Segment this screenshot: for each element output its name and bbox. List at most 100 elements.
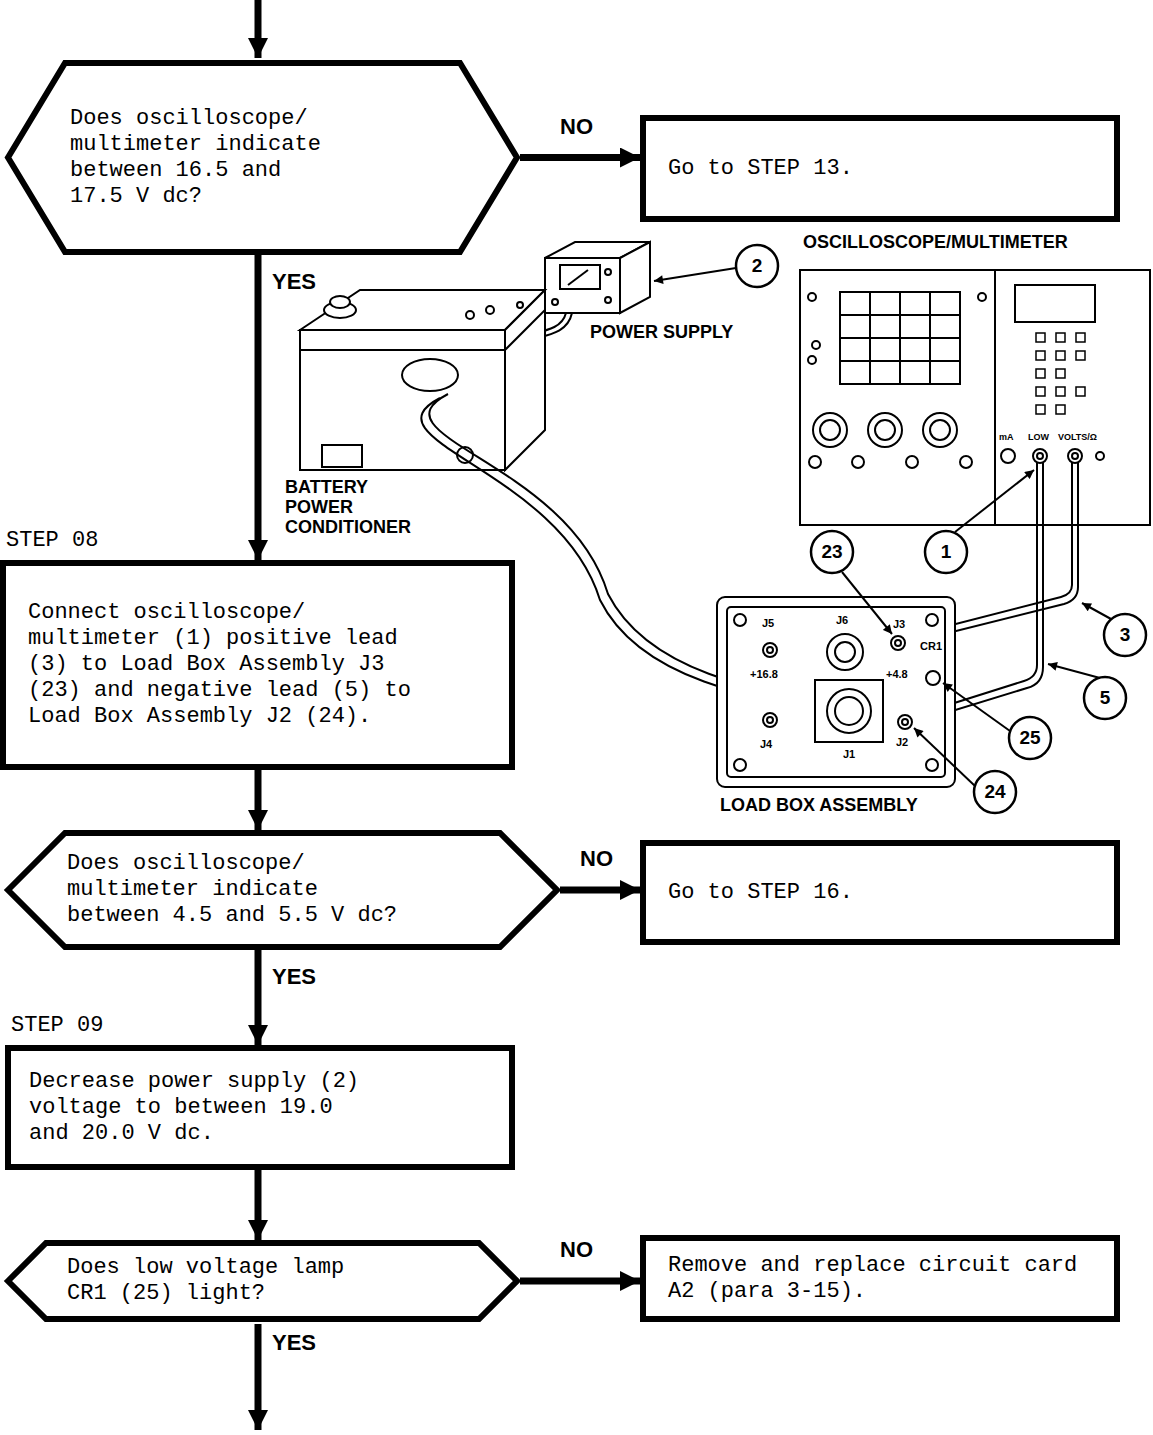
- callout-circle: [1009, 717, 1051, 759]
- callout-number: 25: [1019, 727, 1040, 749]
- hexagon-outline: [8, 1243, 517, 1319]
- oscilloscope-multimeter: [852, 456, 864, 468]
- test-lead: [908, 463, 1078, 643]
- battery-power-conditioner: [402, 359, 458, 391]
- oscilloscope-multimeter: [840, 292, 960, 384]
- oscilloscope-multimeter: [813, 413, 847, 447]
- load-box-assembly: [717, 597, 955, 787]
- button: [1036, 387, 1045, 396]
- callout-number: 3: [1120, 624, 1131, 646]
- oscilloscope-multimeter: [1015, 285, 1095, 322]
- node-text: Remove and replace circuit card A2 (para…: [668, 1253, 1088, 1305]
- callout-number: 2: [752, 255, 763, 277]
- load-box-assembly: [898, 715, 912, 729]
- callout-number: 23: [821, 541, 842, 563]
- power-supply: [620, 242, 650, 313]
- oscilloscope-multimeter: [868, 413, 902, 447]
- battery-power-conditioner: [505, 310, 545, 350]
- load-box-assembly: [815, 680, 883, 742]
- power-supply: [560, 265, 600, 289]
- oscilloscope-multimeter: [840, 314, 960, 316]
- battery-power-conditioner: [322, 445, 362, 467]
- process-box: STEP 09Decrease power supply (2) voltage…: [5, 1045, 515, 1170]
- battery-power-conditioner: [330, 296, 350, 308]
- node-text: Does oscilloscope/ multimeter indicate b…: [70, 106, 340, 210]
- edge-label: NO: [578, 846, 615, 872]
- power-supply: [552, 299, 558, 305]
- oscilloscope-multimeter: [840, 360, 960, 362]
- callout-circle: [736, 245, 1146, 813]
- battery-power-conditioner: [300, 330, 505, 470]
- connector-name: LOW: [1028, 432, 1049, 442]
- battery-power-conditioner: [300, 349, 505, 351]
- leader-line: [955, 470, 1034, 532]
- node-text: Does oscilloscope/ multimeter indicate b…: [67, 851, 407, 929]
- button: [1036, 369, 1045, 378]
- oscilloscope-multimeter: [808, 356, 816, 364]
- callout-circle: [974, 771, 1016, 813]
- callout-circle: [1084, 677, 1126, 719]
- process-box: Remove and replace circuit card A2 (para…: [640, 1235, 1120, 1322]
- connector-name: J4: [760, 738, 772, 750]
- oscilloscope-multimeter: [978, 293, 986, 301]
- test-lead: [913, 463, 1043, 723]
- edge-label: NO: [558, 1237, 595, 1263]
- load-box-assembly: [926, 671, 940, 685]
- flow-arrow: [520, 154, 640, 161]
- node-text: Go to STEP 16.: [668, 880, 1088, 906]
- load-box-assembly: [891, 636, 905, 650]
- part-name: POWER SUPPLY: [590, 322, 733, 342]
- node-body: Connect oscilloscope/ multimeter (1) pos…: [28, 600, 418, 730]
- edge-label: YES: [270, 269, 318, 295]
- button: [1056, 351, 1065, 360]
- button: [1036, 405, 1045, 414]
- hexagon-outline: [8, 833, 557, 947]
- hexagon-outline: [8, 63, 517, 252]
- node-text: Does low voltage lamp CR1 (25) light?: [67, 1255, 367, 1307]
- oscilloscope-multimeter: [809, 456, 821, 468]
- part-name: BATTERY POWER CONDITIONER: [285, 477, 413, 537]
- oscilloscope-multimeter: [1037, 453, 1043, 459]
- part-name: LOAD BOX ASSEMBLY: [720, 795, 918, 815]
- battery-power-conditioner: [300, 290, 545, 470]
- oscilloscope-multimeter: [923, 413, 957, 447]
- oscilloscope-multimeter: [875, 420, 895, 440]
- load-box-assembly: [767, 717, 773, 723]
- node-text: Connect oscilloscope/ multimeter (1) pos…: [28, 600, 418, 730]
- oscilloscope-multimeter: [800, 270, 1150, 525]
- flow-label: YES: [272, 1330, 316, 1356]
- flow-arrow: [255, 770, 262, 830]
- process-box: STEP 08Connect oscilloscope/ multimeter …: [0, 560, 515, 770]
- connector-name: CR1: [920, 640, 942, 652]
- node-body: Does oscilloscope/ multimeter indicate b…: [70, 106, 340, 210]
- test-lead: [910, 463, 1037, 717]
- button: [1036, 351, 1045, 360]
- load-box-assembly: [767, 647, 773, 653]
- edge-label: NO: [558, 114, 595, 140]
- battery-power-conditioner: [517, 302, 523, 308]
- load-box-assembly: [763, 713, 777, 727]
- decision-hexagon: Does low voltage lamp CR1 (25) light?: [5, 1240, 520, 1322]
- oscilloscope-multimeter: [1072, 453, 1078, 459]
- node-body: Go to STEP 13.: [668, 156, 1088, 182]
- test-lead: [905, 463, 1078, 723]
- button: [1056, 333, 1065, 342]
- load-box-assembly: [763, 643, 777, 657]
- load-box-assembly: [727, 607, 945, 777]
- callout-circle: [811, 531, 853, 573]
- flow-arrow: [520, 1278, 640, 1285]
- power-supply: [605, 297, 611, 303]
- oscilloscope-multimeter: [800, 270, 1150, 525]
- battery-power-conditioner: [300, 290, 545, 330]
- power-supply: [605, 269, 611, 275]
- connector-name: J5: [762, 617, 774, 629]
- button: [1056, 405, 1065, 414]
- power-supply: [545, 258, 620, 313]
- button: [1076, 387, 1085, 396]
- callout-number: 5: [1100, 687, 1111, 709]
- button: [1056, 387, 1065, 396]
- load-box-assembly: [902, 719, 908, 725]
- leader-line: [1082, 603, 1111, 619]
- power-supply: [545, 242, 650, 313]
